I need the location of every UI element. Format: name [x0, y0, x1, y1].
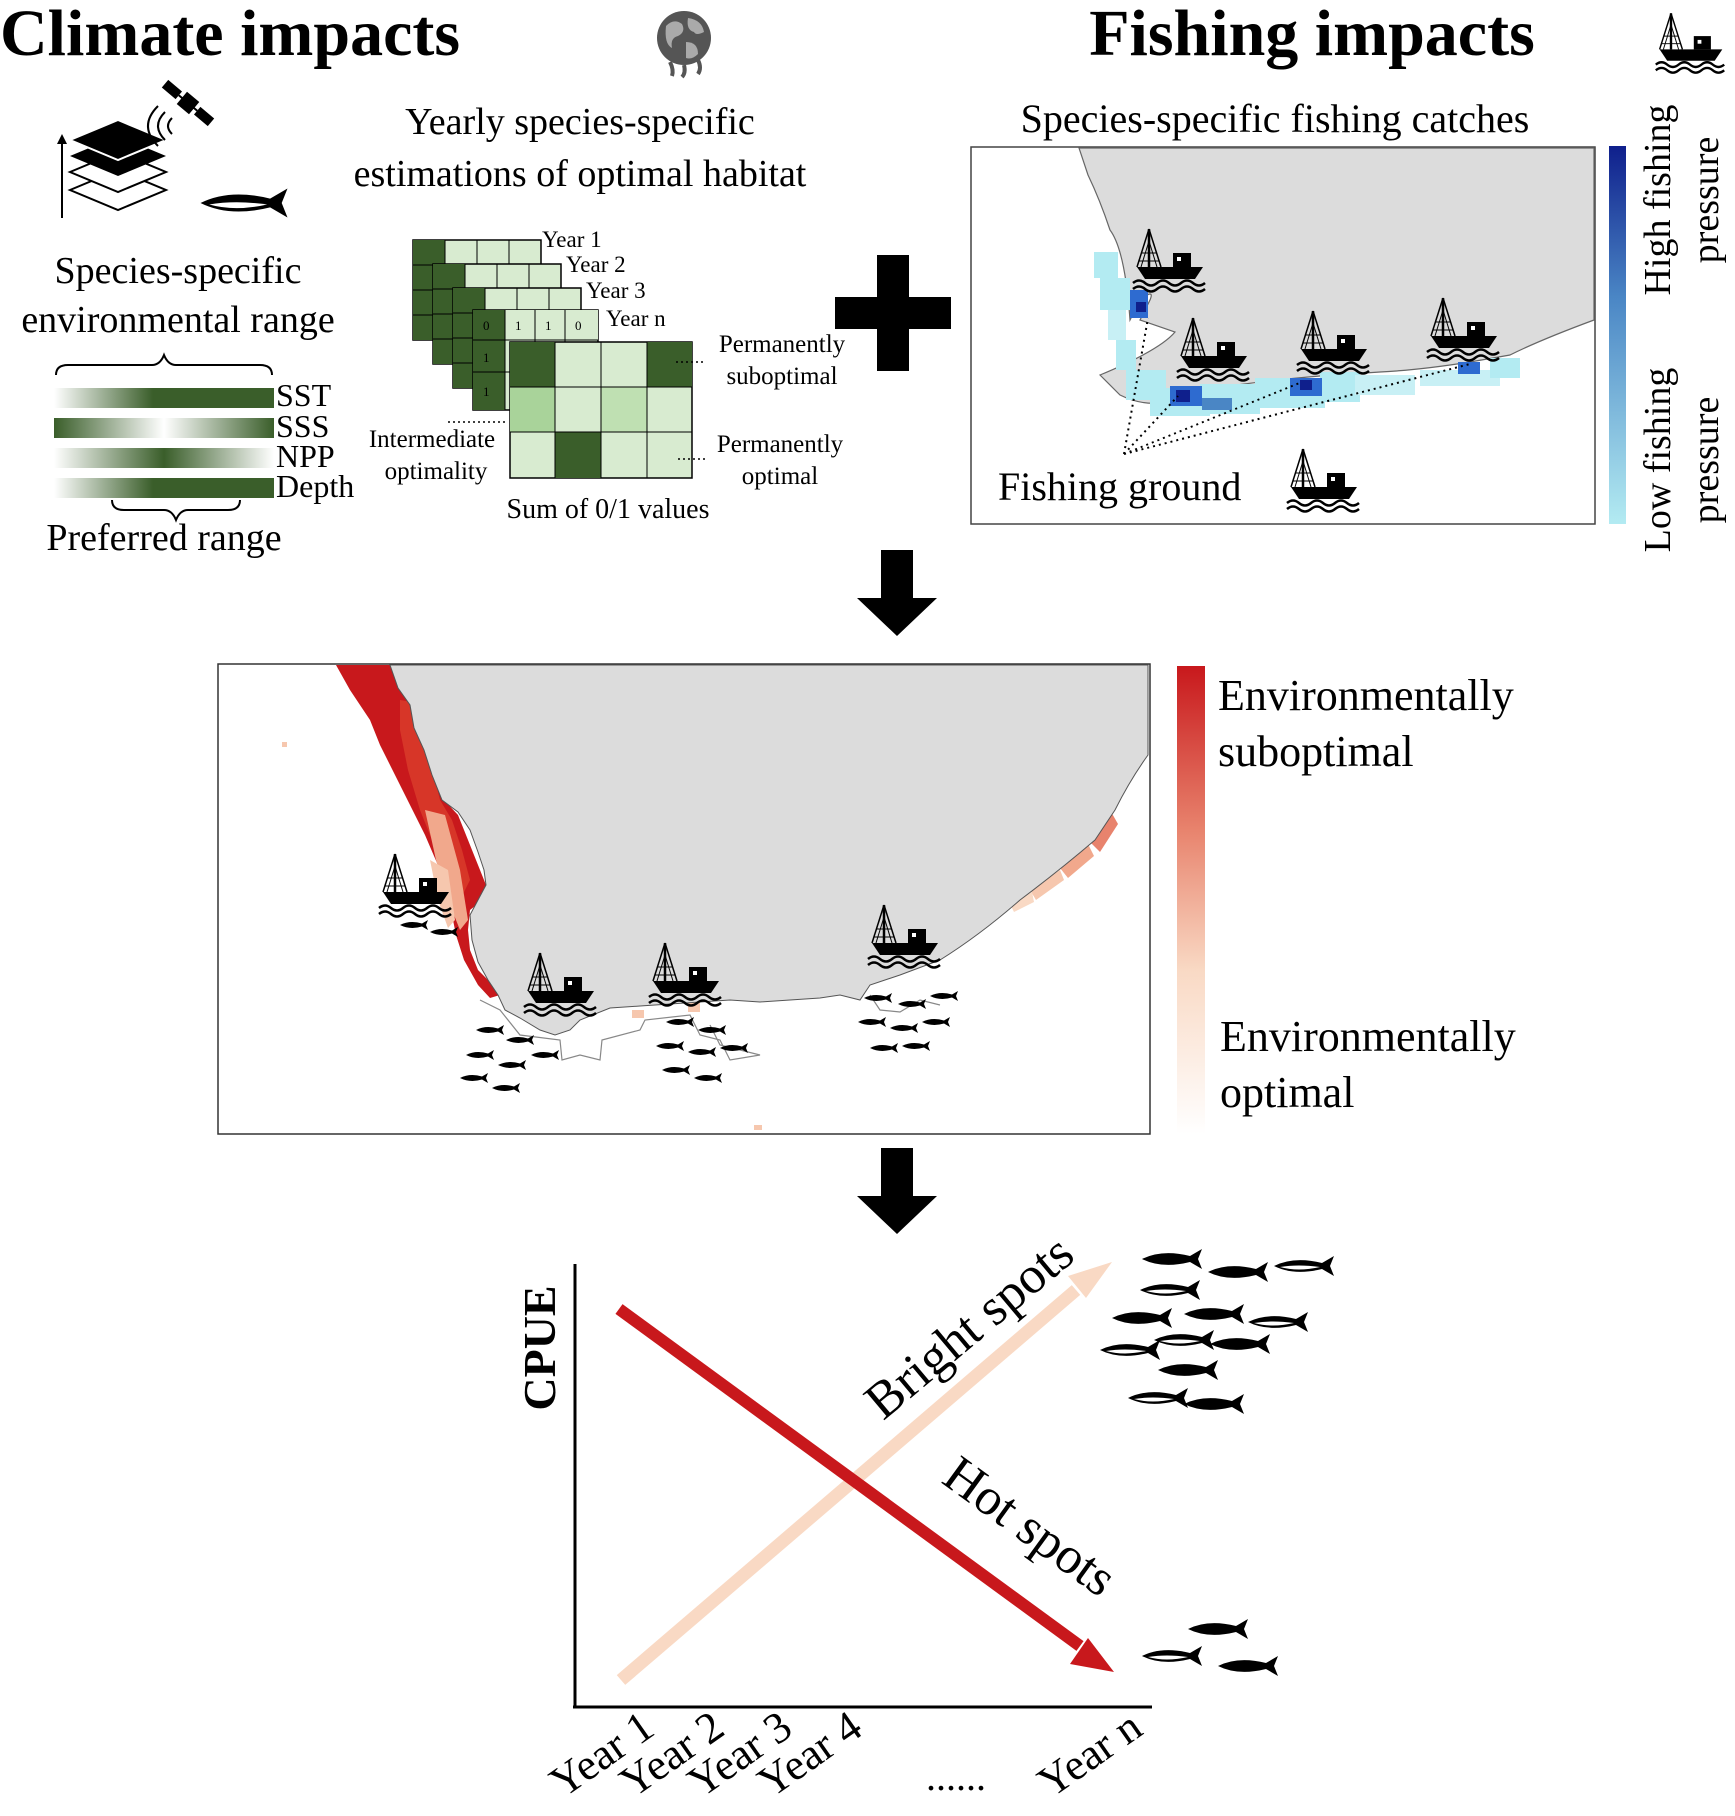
- hot-spots-label: Hot spots: [933, 1445, 1127, 1607]
- fish-school-large: [1100, 1249, 1334, 1414]
- high-pressure-line2: pressure: [1685, 137, 1727, 264]
- low-pressure-line1: Low fishing: [1637, 368, 1679, 553]
- low-pressure-line2: pressure: [1685, 397, 1727, 524]
- sst-range-bar: [54, 388, 274, 408]
- fishing-ground-label: Fishing ground: [998, 464, 1241, 509]
- variable-npp: NPP: [276, 438, 335, 474]
- down-arrow-1: [857, 550, 937, 636]
- optimality-colorbar: [1177, 666, 1205, 1134]
- env-range-line2: environmental range: [21, 299, 334, 341]
- coastal-grid-outline: [479, 999, 761, 1061]
- high-pressure-line1: High fishing: [1637, 104, 1679, 295]
- variable-sst: SST: [276, 377, 332, 413]
- year-2-label: Year 2: [566, 252, 626, 277]
- suboptimal-line1: Environmentally: [1218, 671, 1514, 720]
- suboptimal-line2: suboptimal: [1218, 727, 1414, 776]
- bright-spots-label: Bright spots: [854, 1224, 1084, 1430]
- cell-value: 0: [483, 318, 490, 333]
- sss-range-bar: [54, 418, 274, 438]
- bright-spots-arrowhead: [1068, 1262, 1112, 1298]
- perm-subopt-line1: Permanently: [719, 331, 846, 358]
- combined-map: [217, 663, 1151, 1135]
- fishing-boat-icon: [1654, 12, 1726, 74]
- perm-subopt-line2: suboptimal: [726, 363, 837, 390]
- hot-spots-trend: [615, 1304, 1084, 1651]
- x-tick-ellipsis: ......: [926, 1754, 986, 1799]
- cell-value: 0: [575, 318, 582, 333]
- coastal-grid-outline: [869, 994, 941, 1013]
- fishing-title: Fishing impacts: [1089, 0, 1535, 70]
- year-n-label: Year n: [606, 306, 666, 331]
- globe-icon: [657, 11, 711, 79]
- sum-label: Sum of 0/1 values: [507, 494, 710, 525]
- cell-value: 1: [483, 384, 490, 399]
- optimal-habitat-line1: Yearly species-specific: [405, 101, 755, 143]
- cell-value: 1: [483, 350, 490, 365]
- optimal-habitat-line2: estimations of optimal habitat: [354, 153, 807, 195]
- perm-opt-line1: Permanently: [717, 431, 844, 458]
- year-3-label: Year 3: [586, 278, 646, 303]
- cell-value: 1: [545, 318, 552, 333]
- optimal-line2: optimal: [1220, 1068, 1354, 1117]
- variable-depth: Depth: [276, 468, 354, 504]
- year-1-label: Year 1: [542, 227, 602, 252]
- satellite-icon: [161, 79, 215, 127]
- cell-value: 1: [515, 318, 522, 333]
- cpue-chart: CPUE Bright spots Hot spots Year 1 Year …: [514, 1224, 1334, 1807]
- fishing-pressure-colorbar: [1609, 146, 1626, 524]
- fish-icon: [200, 188, 288, 218]
- optimal-line1: Environmentally: [1220, 1012, 1516, 1061]
- preferred-range-brace: [111, 499, 241, 523]
- env-range-brace: [55, 352, 273, 376]
- hot-spots-arrowhead: [1070, 1638, 1114, 1672]
- sum-grid: [509, 341, 693, 479]
- bright-spots-trend: [616, 1285, 1081, 1685]
- plus-icon: [835, 255, 951, 371]
- fishing-map: Fishing ground: [970, 146, 1596, 525]
- fish-school-small: [1142, 1619, 1278, 1676]
- combined-map-land: [389, 664, 1149, 1036]
- catches-label: Species-specific fishing catches: [1021, 96, 1530, 141]
- y-axis-label: CPUE: [514, 1285, 565, 1410]
- perm-opt-line2: optimal: [742, 463, 818, 490]
- depth-range-bar: [54, 478, 274, 498]
- year-grid-stack: 0 1 1 0 1 1: [412, 239, 693, 479]
- layers-stack-icon: [57, 118, 169, 218]
- preferred-range-label: Preferred range: [46, 517, 281, 559]
- fishing-pressure-cells: [1094, 252, 1520, 416]
- x-tick-yearn: Year n: [1029, 1701, 1151, 1807]
- suboptimal-cells: [282, 665, 1118, 1130]
- npp-range-bar: [54, 448, 274, 468]
- intermediate-line2: optimality: [385, 458, 488, 485]
- climate-title: Climate impacts: [0, 0, 460, 70]
- intermediate-line1: Intermediate: [369, 426, 495, 453]
- signal-waves-icon: [147, 105, 173, 147]
- down-arrow-2: [857, 1148, 937, 1234]
- variable-sss: SSS: [276, 408, 329, 444]
- env-range-line1: Species-specific: [55, 250, 302, 292]
